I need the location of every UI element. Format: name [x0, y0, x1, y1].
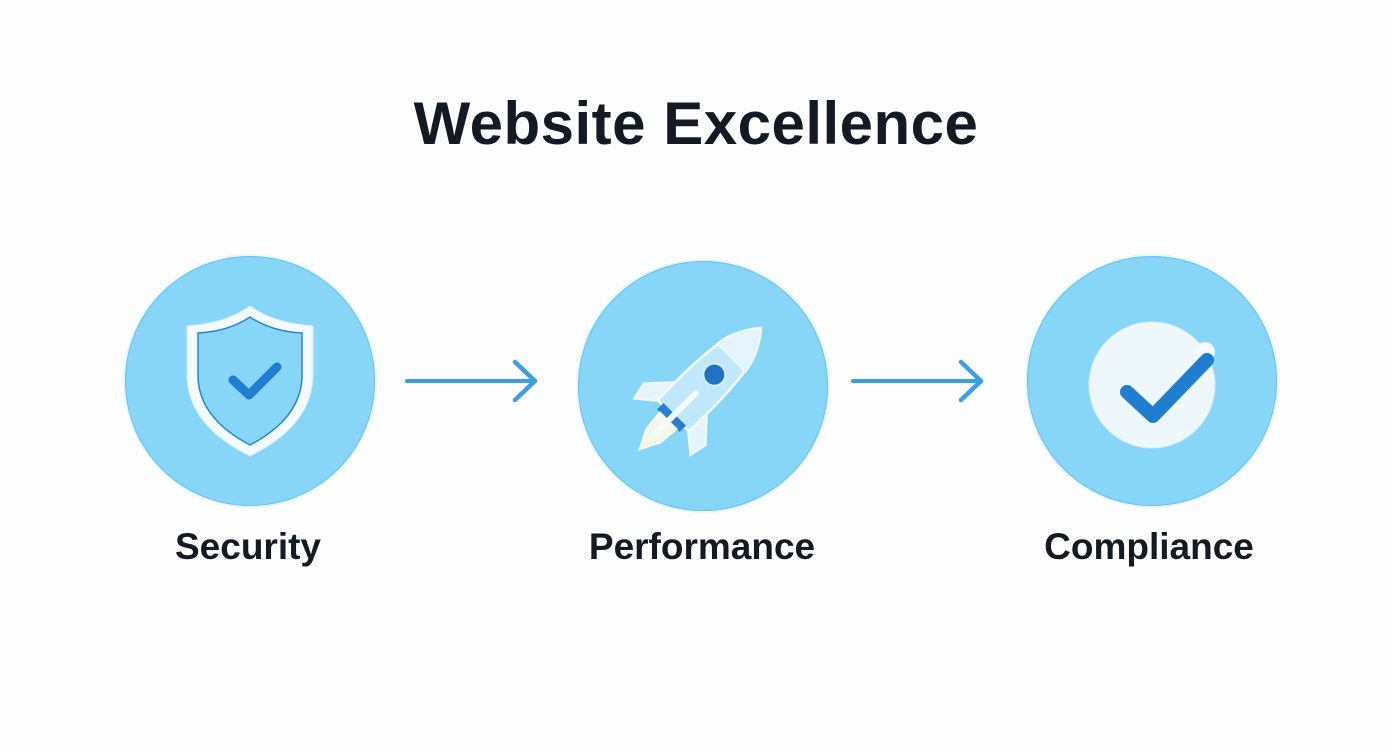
step-security-circle	[125, 256, 375, 506]
check-circle-icon	[1088, 321, 1216, 449]
step-label-security: Security	[174, 526, 321, 567]
step-label-compliance: Compliance	[1044, 526, 1254, 567]
arrow-right-icon	[851, 359, 984, 403]
rocket-icon	[632, 326, 763, 457]
diagram-title: Website Excellence	[413, 90, 979, 157]
step-compliance-circle	[1027, 256, 1277, 506]
shield-check-icon	[186, 305, 314, 457]
step-performance-circle	[578, 261, 828, 511]
arrow-right-icon	[405, 359, 538, 403]
step-label-performance: Performance	[588, 526, 816, 567]
